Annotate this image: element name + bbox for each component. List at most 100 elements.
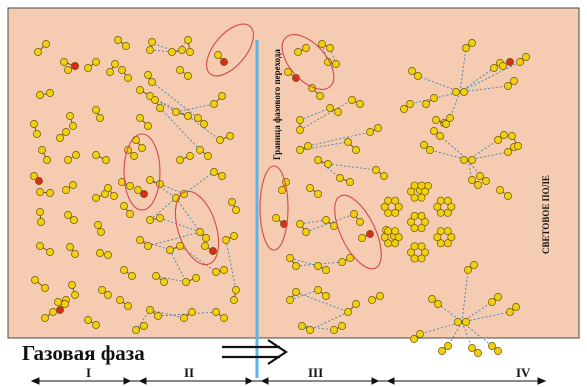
atom	[33, 130, 41, 138]
molecule	[298, 322, 314, 334]
atom	[338, 258, 346, 266]
atom	[400, 105, 408, 113]
zone-label-1: I	[86, 365, 92, 380]
atom	[70, 216, 78, 224]
atom	[306, 184, 314, 192]
atom	[284, 68, 292, 76]
excited-atom	[280, 220, 288, 228]
atom	[201, 242, 209, 250]
molecule	[468, 176, 482, 189]
atom	[106, 68, 114, 76]
molecule	[132, 322, 148, 334]
highlight-ellipse	[206, 23, 254, 77]
atom	[122, 42, 130, 50]
atom	[140, 322, 148, 330]
atom	[132, 136, 140, 144]
atom	[346, 178, 354, 186]
molecule	[210, 92, 226, 108]
crystal-cluster	[380, 181, 456, 263]
atom	[124, 302, 132, 310]
molecule	[116, 296, 132, 310]
molecule	[338, 254, 354, 266]
atom	[417, 242, 426, 251]
atom	[500, 131, 508, 139]
atom	[380, 172, 388, 180]
molecule	[454, 318, 470, 326]
molecule	[460, 156, 476, 164]
excited-atom	[209, 247, 217, 255]
atom	[436, 227, 445, 236]
hex-ring	[433, 196, 456, 217]
molecule	[30, 120, 41, 138]
atom	[104, 251, 112, 259]
molecule	[222, 232, 238, 244]
atom	[488, 342, 496, 350]
atom	[296, 220, 304, 228]
atom	[322, 266, 330, 274]
molecule	[476, 172, 490, 185]
atom	[421, 218, 429, 226]
atom	[443, 227, 452, 236]
background-panel	[8, 8, 579, 338]
atom	[42, 40, 50, 48]
atom	[322, 292, 330, 300]
bond-line	[309, 311, 349, 331]
molecule	[62, 181, 77, 194]
atom	[138, 144, 146, 152]
atom	[326, 44, 334, 52]
highlight-ellipse	[334, 194, 382, 270]
atom	[348, 96, 356, 104]
atom	[30, 172, 38, 180]
atom	[154, 312, 162, 320]
zone-axis	[30, 377, 547, 385]
bond-line	[461, 321, 473, 349]
atom	[420, 141, 428, 149]
atom	[218, 172, 226, 180]
atom	[436, 132, 444, 140]
molecule	[64, 151, 80, 164]
atom	[468, 344, 476, 352]
atom	[344, 308, 352, 316]
molecule	[104, 184, 118, 200]
atom	[302, 228, 310, 236]
atom	[61, 300, 69, 308]
molecule	[408, 67, 422, 80]
atom	[46, 248, 54, 256]
atom	[66, 243, 74, 251]
atom	[212, 308, 220, 316]
atom	[356, 218, 364, 226]
atom	[104, 291, 112, 299]
atom	[410, 335, 418, 343]
molecule	[92, 151, 110, 164]
molecule	[92, 190, 109, 202]
molecule	[120, 266, 136, 280]
molecule	[84, 58, 100, 72]
bond-line	[449, 91, 461, 119]
atom	[110, 192, 118, 200]
atom	[84, 316, 92, 324]
atom	[330, 326, 338, 334]
bond-line	[149, 179, 177, 199]
molecule	[348, 96, 364, 108]
atom	[212, 268, 220, 276]
molecule	[152, 272, 168, 286]
bond-line	[461, 321, 493, 347]
atom	[410, 224, 419, 233]
atom	[446, 114, 454, 122]
hex-ring	[433, 227, 456, 248]
atom	[69, 181, 77, 189]
excited-atom	[35, 177, 43, 185]
atom	[286, 296, 294, 304]
atom	[454, 318, 462, 326]
atom	[49, 308, 57, 316]
atom	[460, 156, 468, 164]
bond-line	[179, 245, 217, 273]
molecule	[136, 236, 152, 250]
atom	[64, 211, 72, 219]
atom	[417, 254, 426, 263]
molecule	[196, 146, 212, 160]
atom	[96, 249, 104, 257]
atom	[384, 239, 393, 248]
atom	[322, 216, 330, 224]
atom	[230, 296, 238, 304]
